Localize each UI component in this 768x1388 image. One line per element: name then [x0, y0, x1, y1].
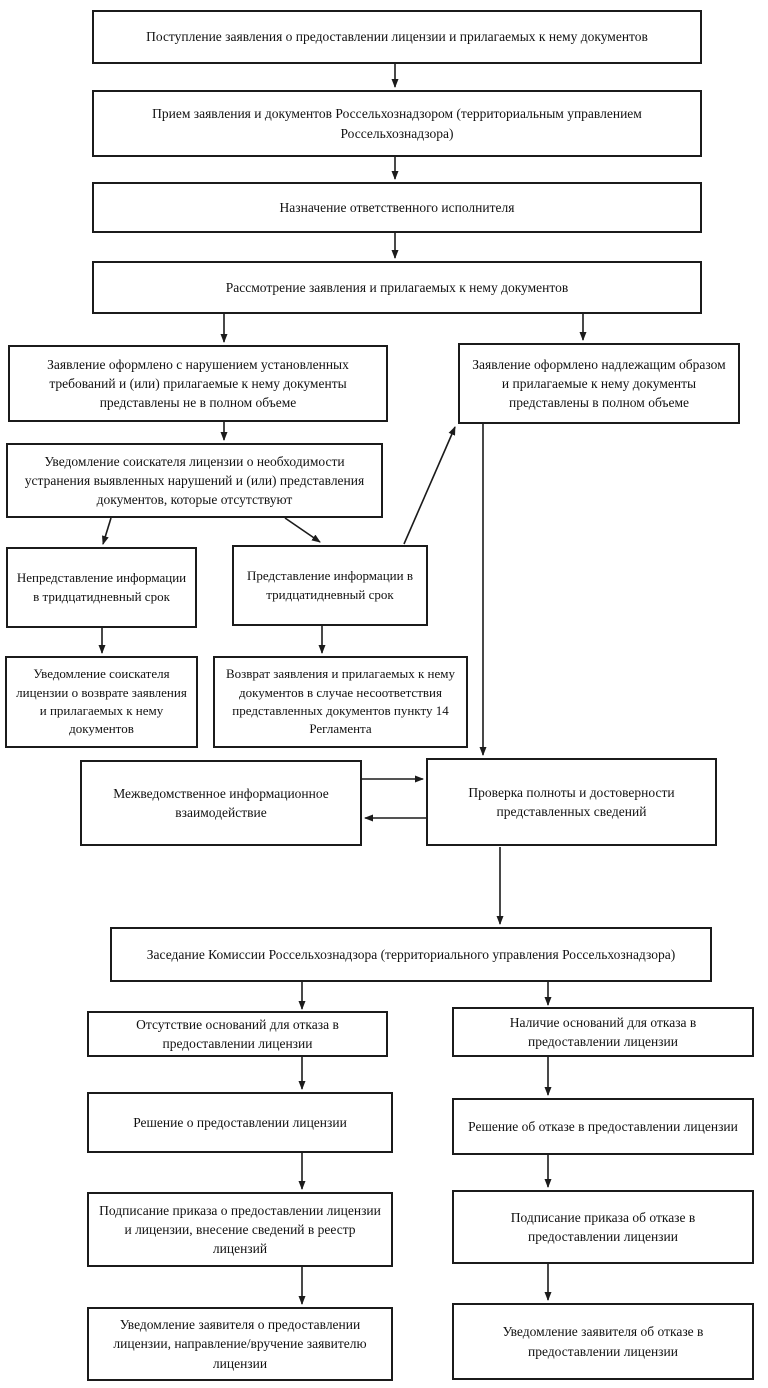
- node-application-review: Рассмотрение заявления и прилагаемых к н…: [92, 261, 702, 314]
- node-interagency-interaction: Межведомственное информационное взаимоде…: [80, 760, 362, 846]
- node-applicant-notification-violations: Уведомление соискателя лицензии о необхо…: [6, 443, 383, 518]
- node-executor-assignment: Назначение ответственного исполнителя: [92, 182, 702, 233]
- node-order-signing-grant: Подписание приказа о предоставлении лице…: [87, 1192, 393, 1267]
- node-application-compliant: Заявление оформлено надлежащим образом и…: [458, 343, 740, 424]
- node-info-not-provided-30days: Непредставление информации в тридцатидне…: [6, 547, 197, 628]
- node-no-refusal-grounds: Отсутствие оснований для отказа в предос…: [87, 1011, 388, 1057]
- node-license-refusal-decision: Решение об отказе в предоставлении лицен…: [452, 1098, 754, 1155]
- node-completeness-check: Проверка полноты и достоверности предста…: [426, 758, 717, 846]
- node-applicant-return-notification: Уведомление соискателя лицензии о возвра…: [5, 656, 198, 748]
- node-commission-meeting: Заседание Комиссии Россельхознадзора (те…: [110, 927, 712, 982]
- node-applicant-notification-refusal: Уведомление заявителя об отказе в предос…: [452, 1303, 754, 1380]
- node-application-noncompliant: Заявление оформлено с нарушением установ…: [8, 345, 388, 422]
- node-application-received: Поступление заявления о предоставлении л…: [92, 10, 702, 64]
- node-refusal-grounds: Наличие оснований для отказа в предостав…: [452, 1007, 754, 1057]
- node-order-signing-refusal: Подписание приказа об отказе в предостав…: [452, 1190, 754, 1264]
- node-application-acceptance: Прием заявления и документов Россельхозн…: [92, 90, 702, 157]
- node-license-grant-decision: Решение о предоставлении лицензии: [87, 1092, 393, 1153]
- node-applicant-notification-grant: Уведомление заявителя о предоставлении л…: [87, 1307, 393, 1381]
- node-info-provided-30days: Представление информации в тридцатидневн…: [232, 545, 428, 626]
- node-documents-return: Возврат заявления и прилагаемых к нему д…: [213, 656, 468, 748]
